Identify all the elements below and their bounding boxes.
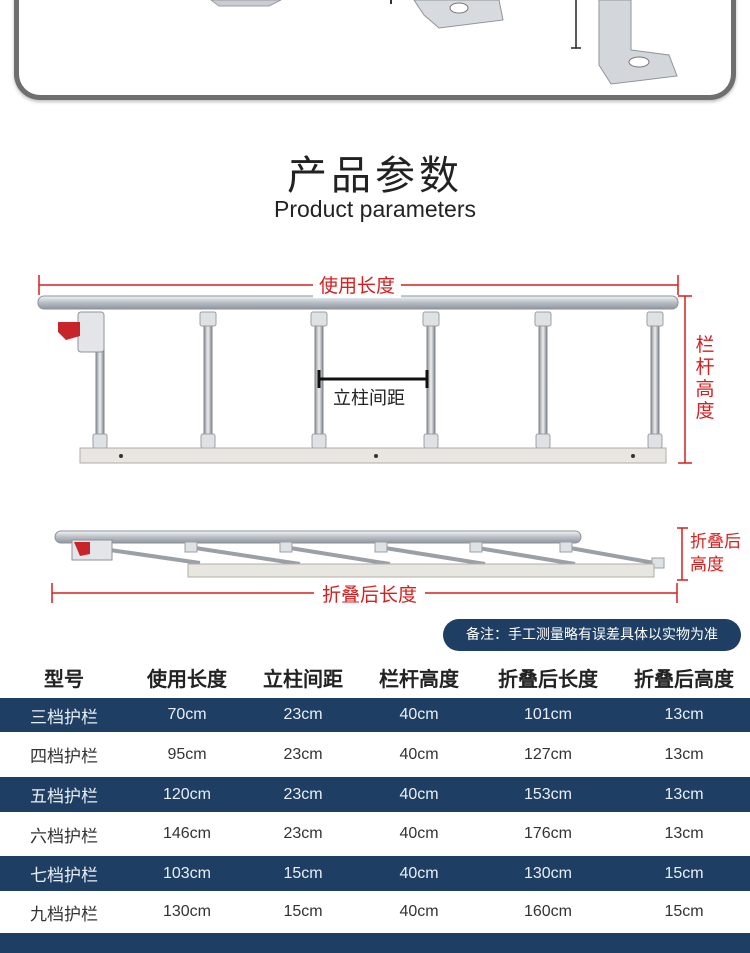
cell-folded-length: 127cm bbox=[478, 732, 618, 777]
measurement-note-badge: 备注：手工测量略有误差具体以实物为准 bbox=[443, 619, 741, 651]
header-folded-length: 折叠后长度 bbox=[498, 666, 598, 691]
cell-folded-height: 13cm bbox=[618, 732, 750, 777]
cell-usable-length: 70cm bbox=[128, 698, 246, 732]
cell-usable-length: 146cm bbox=[128, 812, 246, 856]
cell-rail-height: 40cm bbox=[360, 812, 478, 856]
table-row: 九档护栏 130cm 15cm 40cm 160cm 15cm bbox=[0, 891, 750, 933]
cell-folded-length: 160cm bbox=[478, 891, 618, 933]
cell-folded-length: 101cm bbox=[478, 698, 618, 732]
cell-rail-height: 40cm bbox=[360, 777, 478, 812]
section-title-en: Product parameters bbox=[274, 196, 476, 222]
cell-folded-height: 13cm bbox=[618, 812, 750, 856]
cell-rail-height: 40cm bbox=[360, 891, 478, 933]
section-title-cn: 产品参数 bbox=[287, 153, 463, 199]
folded-length-label: 折叠后长度 bbox=[314, 580, 426, 607]
header-usable-length: 使用长度 bbox=[147, 666, 227, 691]
cell-model: 六档护栏 bbox=[0, 812, 128, 856]
spec-table: 型号 使用长度 立柱间距 栏杆高度 折叠后长度 折叠后高度 三档护栏 70cm … bbox=[0, 656, 750, 953]
cell-rail-height: 40cm bbox=[360, 698, 478, 732]
table-row: 七档护栏 103cm 15cm 40cm 130cm 15cm bbox=[0, 856, 750, 891]
folded-height-label: 折叠后 高度 bbox=[690, 532, 741, 575]
cell-usable-length: 120cm bbox=[128, 777, 246, 812]
cell-folded-length: 176cm bbox=[478, 812, 618, 856]
table-row-cut-off bbox=[0, 933, 750, 953]
table-row: 三档护栏 70cm 23cm 40cm 101cm 13cm bbox=[0, 698, 750, 732]
cell-post-spacing: 15cm bbox=[246, 891, 360, 933]
cell-usable-length: 95cm bbox=[128, 732, 246, 777]
cell-folded-height: 13cm bbox=[618, 777, 750, 812]
table-header-row: 型号 使用长度 立柱间距 栏杆高度 折叠后长度 折叠后高度 bbox=[0, 656, 750, 698]
bracket-illustration bbox=[210, 0, 678, 85]
header-folded-height: 折叠后高度 bbox=[634, 666, 734, 691]
cell-folded-length: 130cm bbox=[478, 856, 618, 891]
cell-model: 四档护栏 bbox=[0, 732, 128, 777]
usable-length-label: 使用长度 bbox=[313, 271, 402, 298]
table-row: 六档护栏 146cm 23cm 40cm 176cm 13cm bbox=[0, 812, 750, 856]
cell-model: 九档护栏 bbox=[0, 891, 128, 933]
cell-folded-height: 15cm bbox=[618, 856, 750, 891]
header-post-spacing: 立柱间距 bbox=[263, 666, 343, 691]
post-spacing-label: 立柱间距 bbox=[333, 388, 405, 409]
header-rail-height: 栏杆高度 bbox=[379, 666, 459, 691]
cell-post-spacing: 23cm bbox=[246, 732, 360, 777]
header-model: 型号 bbox=[44, 666, 84, 691]
table-row: 四档护栏 95cm 23cm 40cm 127cm 13cm bbox=[0, 732, 750, 777]
cell-post-spacing: 23cm bbox=[246, 812, 360, 856]
table-row: 五档护栏 120cm 23cm 40cm 153cm 13cm bbox=[0, 777, 750, 812]
cell-post-spacing: 23cm bbox=[246, 698, 360, 732]
cell-folded-length: 153cm bbox=[478, 777, 618, 812]
cell-rail-height: 40cm bbox=[360, 732, 478, 777]
cell-usable-length: 130cm bbox=[128, 891, 246, 933]
cell-post-spacing: 23cm bbox=[246, 777, 360, 812]
cell-model: 三档护栏 bbox=[0, 698, 128, 732]
cell-post-spacing: 15cm bbox=[246, 856, 360, 891]
rail-height-label: 栏 杆 高 度 bbox=[695, 334, 715, 422]
cell-model: 五档护栏 bbox=[0, 777, 128, 812]
cell-rail-height: 40cm bbox=[360, 856, 478, 891]
cell-folded-height: 15cm bbox=[618, 891, 750, 933]
cell-usable-length: 103cm bbox=[128, 856, 246, 891]
top-image-frame bbox=[14, 0, 736, 100]
cell-folded-height: 13cm bbox=[618, 698, 750, 732]
cell-model: 七档护栏 bbox=[0, 856, 128, 891]
